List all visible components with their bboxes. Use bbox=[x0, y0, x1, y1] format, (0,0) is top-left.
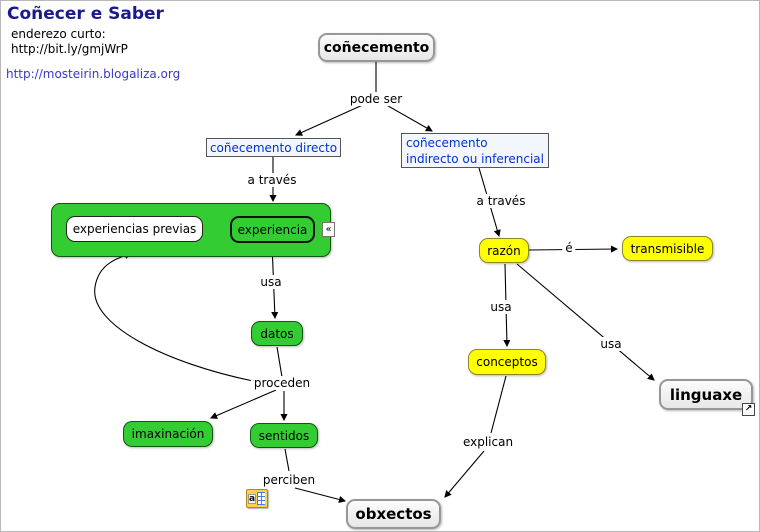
node-transmisible[interactable]: transmisible bbox=[622, 236, 713, 261]
link-label-usa-experiencia[interactable]: usa bbox=[257, 275, 285, 289]
link-label-perciben[interactable]: perciben bbox=[259, 473, 319, 487]
link-label-pode-ser[interactable]: pode ser bbox=[346, 92, 406, 106]
page-title: Coñecer e Saber bbox=[7, 4, 164, 24]
collapse-icon[interactable]: « bbox=[322, 222, 335, 237]
node-conecemento-indirecto[interactable]: coñecemento indirecto ou inferencial bbox=[401, 133, 549, 168]
table-glyph-icon bbox=[257, 492, 265, 505]
node-razon[interactable]: razón bbox=[479, 238, 529, 263]
node-obxectos[interactable]: obxectos bbox=[346, 499, 441, 529]
node-conecemento[interactable]: coñecemento bbox=[318, 33, 435, 62]
goto-link-icon[interactable]: ↗ bbox=[742, 403, 755, 416]
node-linguaxe[interactable]: linguaxe ↗ bbox=[659, 379, 755, 416]
link-label-explican[interactable]: explican bbox=[459, 435, 517, 449]
node-imaxinacion[interactable]: imaxinación bbox=[123, 421, 213, 447]
link-label-a-traves-directo[interactable]: a través bbox=[244, 173, 300, 187]
link-label-e[interactable]: é bbox=[562, 241, 576, 255]
link-label-proceden[interactable]: proceden bbox=[250, 376, 314, 390]
short-url-label: enderezo curto: bbox=[11, 27, 106, 41]
link-label-a-traves-indirecto[interactable]: a través bbox=[473, 194, 529, 208]
node-datos[interactable]: datos bbox=[251, 321, 303, 346]
node-experiencias-previas[interactable]: experiencias previas bbox=[66, 216, 203, 242]
node-sentidos[interactable]: sentidos bbox=[250, 423, 318, 448]
node-conceptos[interactable]: conceptos bbox=[468, 349, 546, 375]
blog-link[interactable]: http://mosteirin.blogaliza.org bbox=[6, 67, 181, 81]
link-label-usa-linguaxe[interactable]: usa bbox=[597, 337, 625, 351]
node-conecemento-directo[interactable]: coñecemento directo bbox=[206, 138, 341, 157]
attachment-icon[interactable]: a bbox=[246, 489, 268, 508]
attachment-letter: a bbox=[248, 493, 256, 504]
link-label-usa-conceptos[interactable]: usa bbox=[487, 300, 515, 314]
node-linguaxe-label: linguaxe bbox=[669, 385, 743, 404]
short-url: http://bit.ly/gmjWrP bbox=[11, 42, 128, 56]
node-experiencia[interactable]: experiencia bbox=[230, 216, 315, 243]
